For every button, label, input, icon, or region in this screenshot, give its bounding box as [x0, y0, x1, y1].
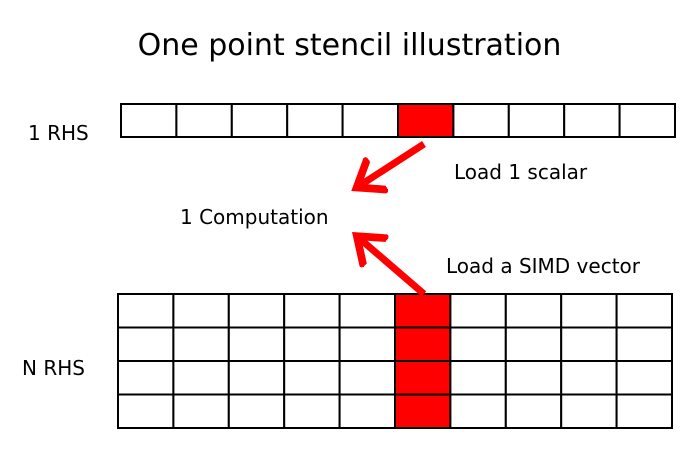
load-vector-label: Load a SIMD vector: [446, 254, 640, 278]
n-rhs-cell: [504, 293, 563, 329]
one-rhs-cell: [618, 103, 676, 138]
n-rhs-cell: [117, 360, 175, 396]
n-rhs-cell: [117, 293, 175, 329]
n-rhs-cell: [338, 326, 397, 362]
n-rhs-cell: [504, 360, 563, 396]
one-rhs-cell: [175, 103, 233, 138]
n-rhs-cell: [227, 360, 286, 396]
n-rhs-cell: [283, 393, 341, 429]
computation-label: 1 Computation: [180, 205, 329, 229]
n-rhs-cell: [449, 393, 507, 429]
n-rhs-highlighted-cell: [394, 326, 452, 362]
n-rhs-cell: [449, 360, 507, 396]
one-rhs-cell: [286, 103, 344, 138]
n-rhs-cell: [449, 326, 507, 362]
n-rhs-cell: [338, 293, 397, 329]
n-rhs-cell: [117, 393, 175, 429]
n-rhs-cell: [560, 393, 618, 429]
n-rhs-highlighted-cell: [394, 360, 452, 396]
one-rhs-label: 1 RHS: [28, 121, 89, 145]
n-rhs-cell: [172, 293, 230, 329]
n-rhs-cell: [615, 326, 673, 362]
n-rhs-cell: [338, 393, 397, 429]
n-rhs-grid: [117, 293, 673, 429]
n-rhs-cell: [615, 393, 673, 429]
one-rhs-cell: [507, 103, 566, 138]
n-rhs-cell: [227, 393, 286, 429]
n-rhs-cell: [449, 293, 507, 329]
n-rhs-cell: [283, 360, 341, 396]
diagram-title: One point stencil illustration: [137, 28, 562, 63]
n-rhs-cell: [504, 326, 563, 362]
n-rhs-highlighted-cell: [394, 293, 452, 329]
n-rhs-cell: [560, 326, 618, 362]
one-rhs-cell: [230, 103, 289, 138]
n-rhs-cell: [560, 360, 618, 396]
n-rhs-cell: [172, 360, 230, 396]
n-rhs-cell: [117, 326, 175, 362]
scalar-load-arrow: [359, 141, 426, 186]
one-rhs-cell: [341, 103, 400, 138]
n-rhs-highlighted-cell: [394, 393, 452, 429]
n-rhs-cell: [615, 360, 673, 396]
n-rhs-cell: [615, 293, 673, 329]
one-rhs-grid: [120, 103, 676, 138]
one-rhs-cell: [120, 103, 178, 138]
one-rhs-cell: [452, 103, 510, 138]
n-rhs-cell: [227, 293, 286, 329]
vector-load-arrow: [359, 238, 427, 297]
n-rhs-label: N RHS: [22, 356, 85, 380]
one-rhs-cell: [563, 103, 621, 138]
n-rhs-cell: [172, 393, 230, 429]
one-rhs-highlighted-cell: [397, 103, 455, 138]
n-rhs-cell: [172, 326, 230, 362]
load-scalar-label: Load 1 scalar: [454, 160, 588, 184]
n-rhs-cell: [504, 393, 563, 429]
n-rhs-cell: [283, 293, 341, 329]
n-rhs-cell: [560, 293, 618, 329]
n-rhs-cell: [227, 326, 286, 362]
n-rhs-cell: [283, 326, 341, 362]
n-rhs-cell: [338, 360, 397, 396]
